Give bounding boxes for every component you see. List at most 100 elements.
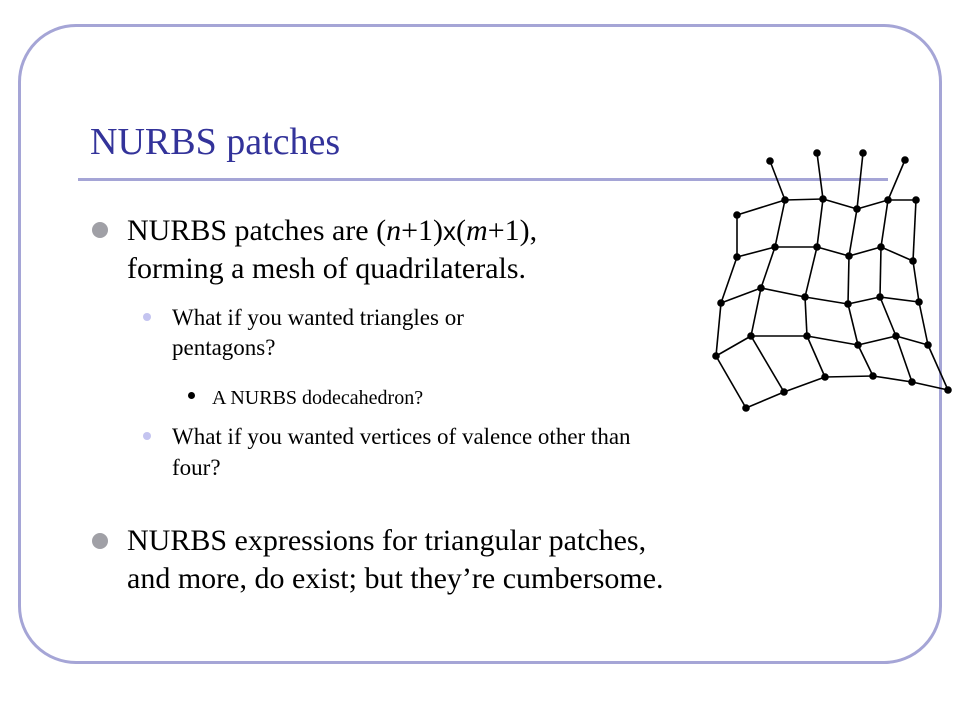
mesh-control-point bbox=[844, 300, 852, 308]
sub-sub-bullet-marker bbox=[188, 392, 195, 399]
mesh-edge bbox=[804, 296, 849, 305]
bullet-1-text-c: ( bbox=[456, 214, 467, 247]
mesh-control-point bbox=[733, 253, 741, 261]
variable-m: m bbox=[466, 214, 488, 247]
bullet-2-line-2: and more, do exist; but they’re cumberso… bbox=[127, 562, 664, 595]
mesh-control-point bbox=[853, 205, 861, 213]
sub-bullet-marker bbox=[143, 432, 151, 440]
mesh-edge bbox=[760, 287, 806, 298]
mesh-edge bbox=[736, 199, 786, 216]
mesh-edge bbox=[857, 335, 897, 346]
mesh-edge bbox=[783, 376, 826, 393]
mesh-edge bbox=[895, 335, 929, 346]
mesh-control-point bbox=[892, 332, 900, 340]
bullet-1-text-d: +1), bbox=[487, 214, 538, 247]
mesh-edge bbox=[927, 344, 949, 391]
mesh-control-point bbox=[747, 332, 755, 340]
slide-frame bbox=[18, 24, 942, 664]
mesh-edge bbox=[806, 335, 826, 378]
sub-bullet-1-line-2: pentagons? bbox=[172, 335, 276, 360]
mesh-control-point bbox=[813, 243, 821, 251]
mesh-control-points bbox=[712, 149, 952, 412]
mesh-control-point bbox=[742, 404, 750, 412]
mesh-edge bbox=[848, 208, 858, 257]
mesh-control-point bbox=[915, 298, 923, 306]
mesh-control-point bbox=[859, 149, 867, 157]
mesh-edge bbox=[720, 287, 762, 304]
mesh-control-point bbox=[909, 257, 917, 265]
mesh-edge bbox=[769, 160, 786, 201]
mesh-control-point bbox=[801, 293, 809, 301]
bullet-marker bbox=[92, 222, 108, 238]
mesh-control-point bbox=[733, 211, 741, 219]
mesh-edge bbox=[879, 296, 920, 303]
bullet-1-text-b: +1) bbox=[401, 214, 444, 247]
mesh-edge bbox=[879, 246, 882, 298]
sub-bullet-marker bbox=[143, 313, 151, 321]
mesh-control-point bbox=[908, 378, 916, 386]
mesh-edge bbox=[816, 246, 850, 257]
mesh-edge bbox=[847, 296, 881, 305]
mesh-edge bbox=[856, 152, 864, 210]
bullet-1-line-2: forming a mesh of quadrilaterals. bbox=[127, 252, 527, 285]
bullet-1-text-a: NURBS patches are ( bbox=[127, 214, 387, 247]
mesh-control-point bbox=[876, 293, 884, 301]
sub-bullet-1-line-1: What if you wanted triangles or bbox=[172, 305, 464, 330]
mesh-edge bbox=[824, 375, 874, 378]
sub-sub-bullet-1: A NURBS dodecahedron? bbox=[212, 387, 424, 409]
mesh-edge bbox=[774, 199, 786, 248]
mesh-control-point bbox=[781, 196, 789, 204]
mesh-edge bbox=[715, 355, 747, 409]
sub-bullet-2-line-2: four? bbox=[172, 455, 221, 480]
mesh-edge bbox=[750, 287, 762, 337]
mesh-control-point bbox=[944, 386, 952, 394]
mesh-control-point bbox=[757, 284, 765, 292]
mesh-control-point bbox=[771, 243, 779, 251]
mesh-edge bbox=[804, 296, 808, 337]
mesh-control-point bbox=[819, 195, 827, 203]
bullet-2-line-1: NURBS expressions for triangular patches… bbox=[127, 524, 647, 557]
mesh-edge bbox=[750, 335, 785, 393]
mesh-edge bbox=[848, 246, 882, 257]
mesh-control-point bbox=[717, 299, 725, 307]
mesh-control-point bbox=[877, 243, 885, 251]
mesh-edge bbox=[847, 255, 850, 305]
mesh-edge bbox=[895, 335, 913, 383]
mesh-control-point bbox=[924, 341, 932, 349]
variable-n: n bbox=[386, 214, 402, 247]
mesh-control-point bbox=[780, 388, 788, 396]
mesh-control-point bbox=[845, 252, 853, 260]
mesh-control-point bbox=[813, 149, 821, 157]
mesh-edge bbox=[715, 302, 722, 357]
mesh-edge bbox=[715, 335, 752, 357]
mesh-edge bbox=[912, 260, 920, 303]
mesh-edge bbox=[816, 198, 824, 248]
mesh-control-point bbox=[884, 196, 892, 204]
mesh-control-point bbox=[766, 157, 774, 165]
mesh-edge bbox=[736, 246, 776, 258]
mesh-edge bbox=[880, 199, 889, 248]
mesh-edge bbox=[822, 198, 858, 210]
mesh-edge bbox=[880, 246, 914, 262]
mesh-control-point bbox=[912, 196, 920, 204]
title-divider bbox=[78, 178, 888, 181]
mesh-edges bbox=[715, 152, 949, 409]
mesh-edge bbox=[806, 335, 859, 346]
mesh-control-point bbox=[901, 156, 909, 164]
mesh-control-point bbox=[712, 352, 720, 360]
slide-title: NURBS patches bbox=[90, 121, 341, 163]
mesh-edge bbox=[816, 152, 824, 200]
mesh-edge bbox=[804, 246, 818, 298]
mesh-edge bbox=[918, 301, 929, 346]
mesh-edge bbox=[887, 159, 906, 201]
mesh-control-point bbox=[869, 372, 877, 380]
mesh-edge bbox=[872, 375, 913, 383]
mesh-control-point bbox=[821, 373, 829, 381]
mesh-edge bbox=[912, 199, 917, 262]
mesh-control-point bbox=[854, 341, 862, 349]
mesh-edge bbox=[720, 256, 738, 304]
times-symbol: x bbox=[443, 216, 457, 246]
mesh-control-point bbox=[803, 332, 811, 340]
sub-bullet-2-line-1: What if you wanted vertices of valence o… bbox=[172, 424, 631, 449]
mesh-edge bbox=[857, 344, 874, 377]
